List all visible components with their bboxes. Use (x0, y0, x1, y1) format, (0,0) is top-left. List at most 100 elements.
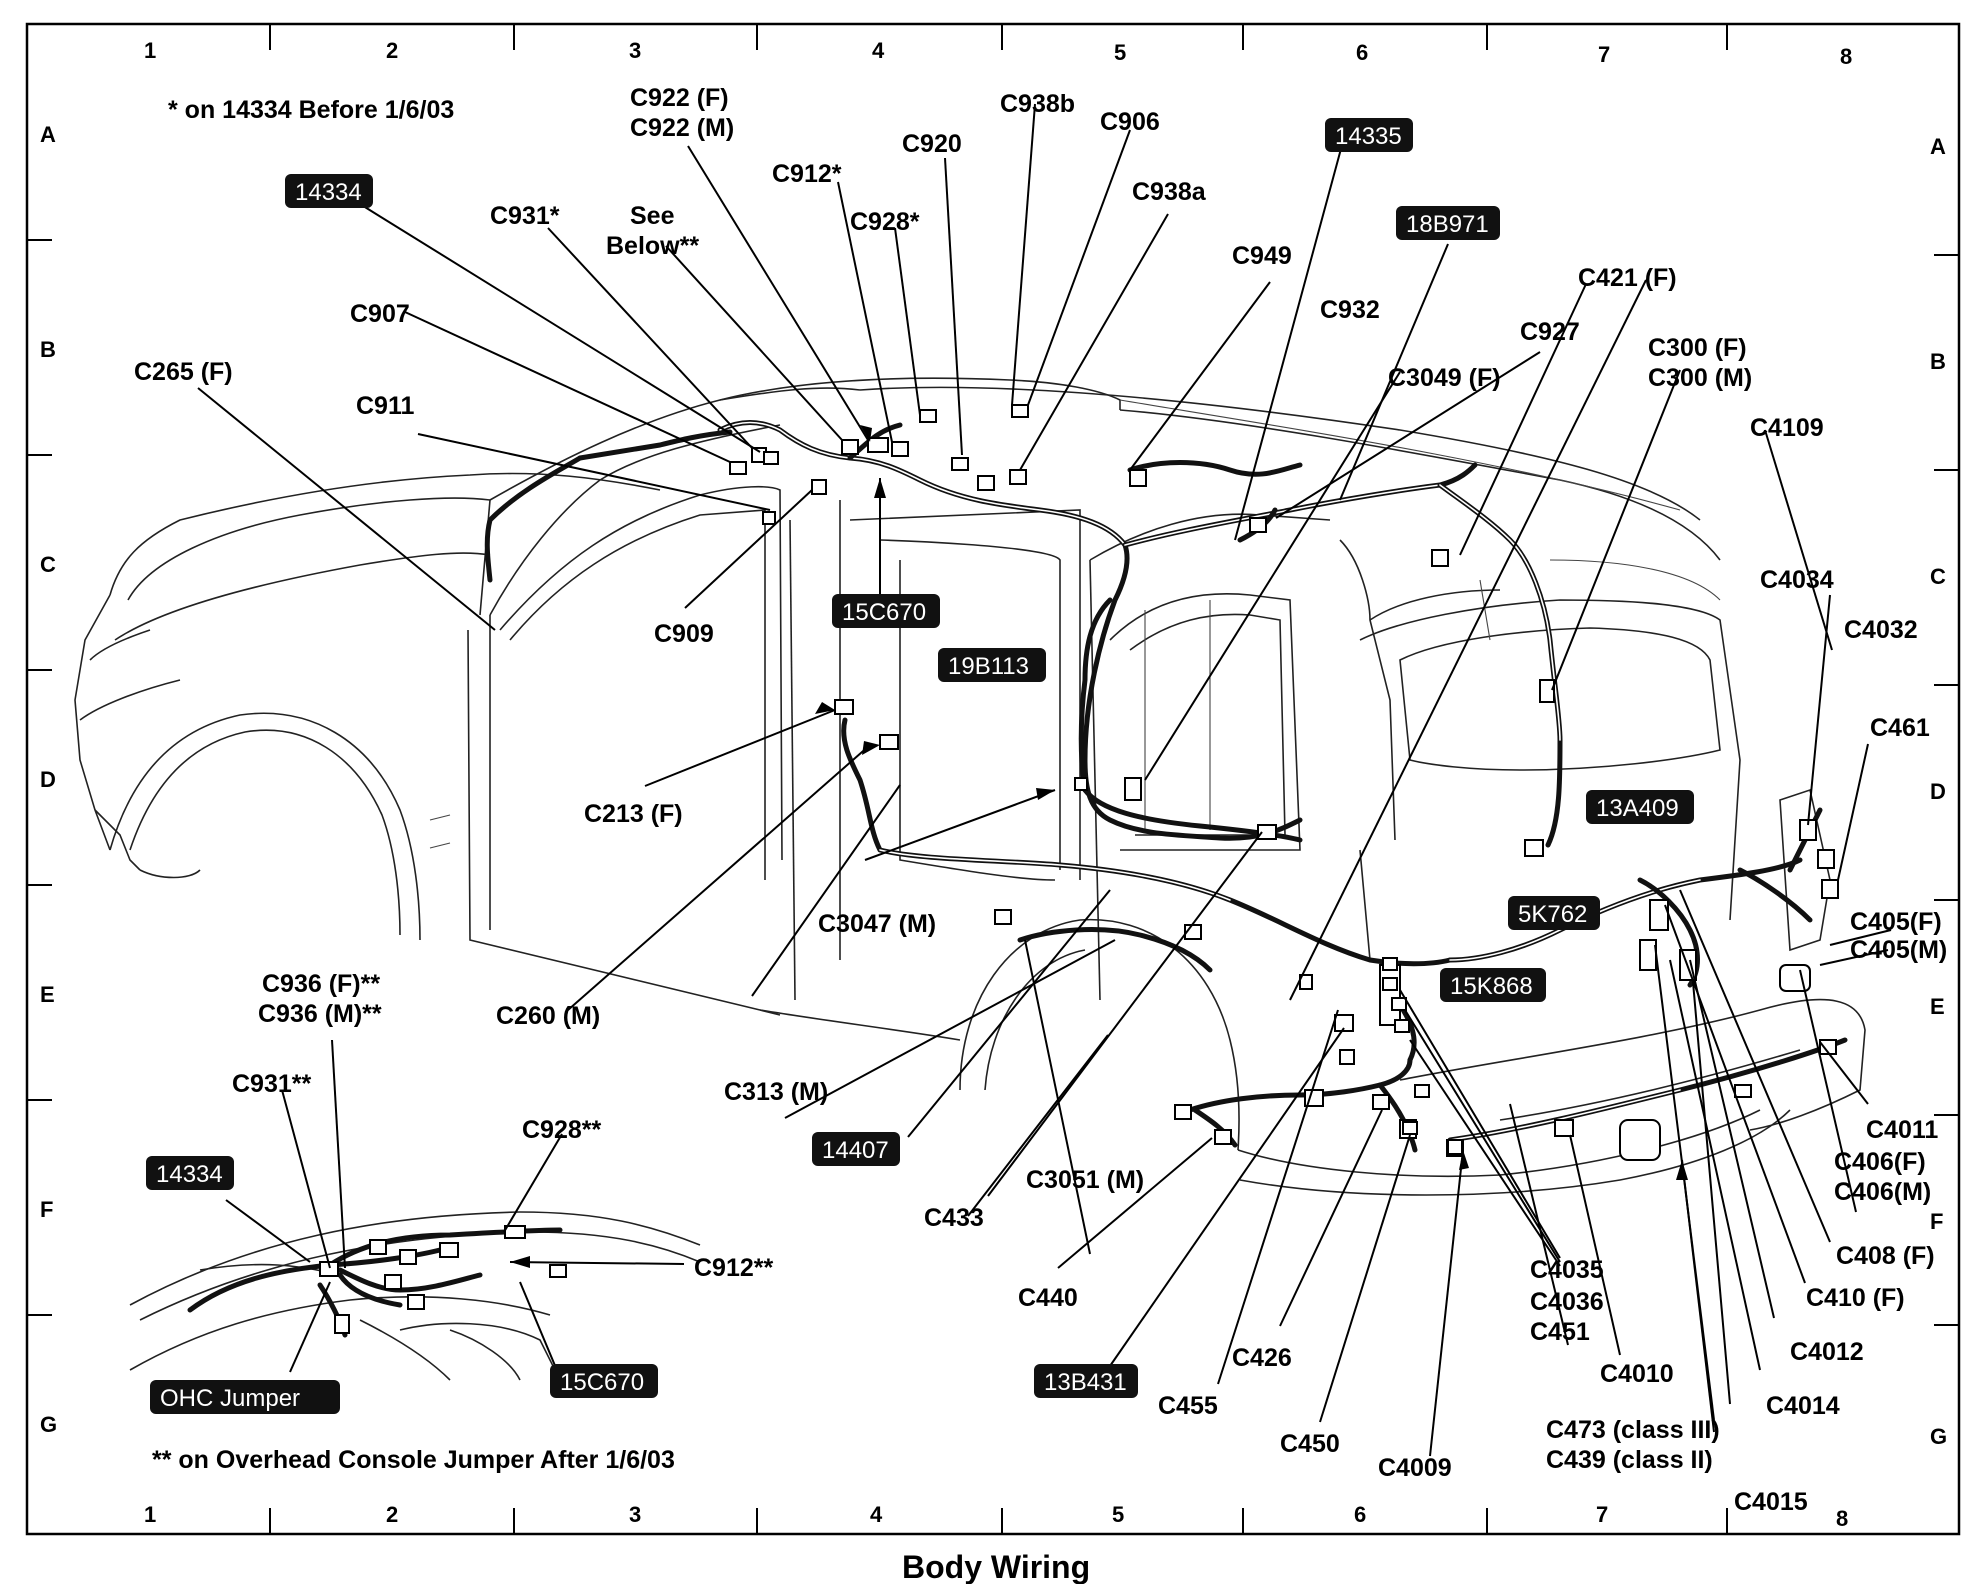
diagram-frame (25, 22, 1961, 1536)
label-c922f: C922 (F) (630, 84, 729, 112)
label-c213f: C213 (F) (584, 800, 683, 828)
grid-col-bottom-3: 3 (629, 1502, 641, 1527)
grid-col-top-4: 4 (872, 38, 885, 63)
note-top: * on 14334 Before 1/6/03 (168, 96, 454, 124)
label-c932: C932 (1320, 296, 1380, 324)
label-c455: C455 (1158, 1392, 1218, 1420)
label-c928ss: C928** (522, 1116, 601, 1144)
badge-14334-inset-text: 14334 (156, 1161, 223, 1188)
label-c3047m: C3047 (M) (818, 910, 936, 938)
badge-15k868: 15K868 (1440, 968, 1546, 1002)
label-c912s: C912* (772, 160, 842, 188)
label-c265f: C265 (F) (134, 358, 233, 386)
grid-col-top-3: 3 (629, 38, 641, 63)
grid-row-left-g: G (40, 1412, 57, 1437)
label-c3051m: C3051 (M) (1026, 1166, 1144, 1194)
grid-row-left-e: E (40, 982, 55, 1007)
badge-14334-inset: 14334 (146, 1156, 234, 1190)
grid-row-left-d: D (40, 767, 56, 792)
label-c4014: C4014 (1766, 1392, 1840, 1420)
grid-col-bottom-8: 8 (1836, 1506, 1848, 1531)
label-c906: C906 (1100, 108, 1160, 136)
badge-ohc-jumper: OHC Jumper (150, 1380, 340, 1414)
grid-row-right-f: F (1930, 1209, 1943, 1234)
label-c912ss: C912** (694, 1254, 773, 1282)
badge-18b971: 18B971 (1396, 206, 1500, 240)
grid-col-bottom-4: 4 (870, 1502, 883, 1527)
grid-col-bottom-5: 5 (1112, 1502, 1124, 1527)
label-c461: C461 (1870, 714, 1930, 742)
grid-col-top-7: 7 (1598, 42, 1610, 67)
badge-18b971-text: 18B971 (1406, 211, 1489, 238)
label-c4011: C4011 (1866, 1116, 1938, 1144)
grid-row-right-a: A (1930, 134, 1946, 159)
arrow-heads (510, 425, 1688, 1268)
label-see-below-2: Below** (606, 232, 699, 260)
grid-row-right-d: D (1930, 779, 1946, 804)
grid-row-left-f: F (40, 1197, 53, 1222)
grid-col-top-8: 8 (1840, 44, 1852, 69)
label-see-below-1: See (630, 202, 675, 230)
badge-19b113: 19B113 (938, 648, 1046, 682)
label-c938a: C938a (1132, 178, 1207, 206)
grid-row-right-g: G (1930, 1424, 1947, 1449)
grid-row-left-a: A (40, 122, 56, 147)
label-c426: C426 (1232, 1344, 1292, 1372)
label-c4032: C4032 (1844, 616, 1918, 644)
badge-15c670-inset: 15C670 (550, 1364, 658, 1398)
label-c949: C949 (1232, 242, 1292, 270)
grid-row-left-c: C (40, 552, 56, 577)
grid-row-right-e: E (1930, 994, 1945, 1019)
grid-col-bottom-6: 6 (1354, 1502, 1366, 1527)
leader-lines (197, 103, 1892, 1457)
grid-col-bottom-2: 2 (386, 1502, 398, 1527)
label-c936m: C936 (M)** (258, 1000, 382, 1028)
label-c440: C440 (1018, 1284, 1078, 1312)
label-c439: C439 (class II) (1546, 1446, 1713, 1474)
grid-col-bottom-1: 1 (144, 1502, 156, 1527)
label-c909: C909 (654, 620, 714, 648)
label-c405f: C405(F) (1850, 908, 1942, 936)
label-c406f: C406(F) (1834, 1148, 1926, 1176)
component-badges: 14335 14334 18B971 15C670 19B113 13A409 … (146, 118, 1694, 1414)
grid-row-right-b: B (1930, 349, 1946, 374)
label-c406m: C406(M) (1834, 1178, 1931, 1206)
badge-15c670-inset-text: 15C670 (560, 1369, 644, 1396)
label-c4012: C4012 (1790, 1338, 1864, 1366)
grid-col-top-1: 1 (144, 38, 156, 63)
badge-ohc-jumper-text: OHC Jumper (160, 1385, 300, 1412)
label-c931s: C931* (490, 202, 560, 230)
label-c300m: C300 (M) (1648, 364, 1752, 392)
label-c410f: C410 (F) (1806, 1284, 1905, 1312)
label-c931ss: C931** (232, 1070, 311, 1098)
badge-15c670-text: 15C670 (842, 599, 926, 626)
label-c4010: C4010 (1600, 1360, 1674, 1388)
label-c313m: C313 (M) (724, 1078, 828, 1106)
label-c922m: C922 (M) (630, 114, 734, 142)
label-c4035: C4035 (1530, 1256, 1604, 1284)
badge-5k762-text: 5K762 (1518, 901, 1587, 928)
badge-13a409-text: 13A409 (1596, 795, 1679, 822)
label-c408f: C408 (F) (1836, 1242, 1935, 1270)
label-c4109: C4109 (1750, 414, 1824, 442)
badge-14334-text: 14334 (295, 179, 362, 206)
label-c473: C473 (class III) (1546, 1416, 1720, 1444)
label-c405m: C405(M) (1850, 936, 1947, 964)
label-c3049f: C3049 (F) (1388, 364, 1501, 392)
badge-14407-text: 14407 (822, 1137, 889, 1164)
label-c928s: C928* (850, 208, 920, 236)
diagram-caption: Body Wiring (902, 1549, 1090, 1584)
label-c433: C433 (924, 1204, 984, 1232)
grid-col-top-6: 6 (1356, 40, 1368, 65)
inset-overhead-console (129, 1211, 701, 1381)
label-c4034: C4034 (1760, 566, 1834, 594)
grid-row-left-b: B (40, 337, 56, 362)
badge-15c670: 15C670 (832, 594, 940, 628)
label-c260m: C260 (M) (496, 1002, 600, 1030)
connector-labels: C922 (F) C922 (M) C938b C906 C920 C912* … (134, 84, 1947, 1516)
label-c451: C451 (1530, 1318, 1590, 1346)
badge-5k762: 5K762 (1508, 896, 1600, 930)
label-c920: C920 (902, 130, 962, 158)
label-c936f: C936 (F)** (262, 970, 380, 998)
